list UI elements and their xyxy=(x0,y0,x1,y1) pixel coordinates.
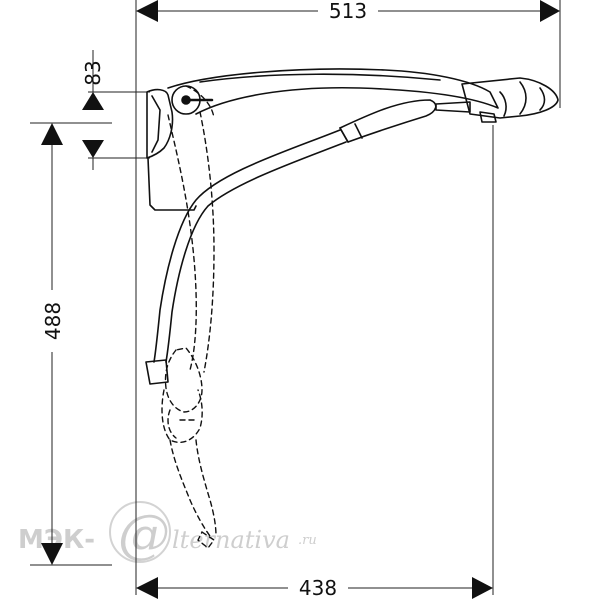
shower-hose xyxy=(153,129,341,363)
arrowhead-up xyxy=(82,92,104,110)
support-rod xyxy=(147,157,197,211)
dimension-label-438: 438 xyxy=(299,576,337,600)
dimension-overall-width: 513 xyxy=(136,0,560,23)
watermark-brand-right: lternativa xyxy=(172,526,290,554)
hand-shower-alternate-position xyxy=(161,85,217,549)
dimension-projection-width: 438 xyxy=(136,576,493,600)
arrowhead-right xyxy=(540,0,560,22)
dimension-mount-height: 83 xyxy=(81,50,105,170)
dimension-label-83: 83 xyxy=(81,60,105,85)
arrowhead-left xyxy=(136,577,158,599)
arrowhead-left xyxy=(136,0,158,22)
svg-text:@: @ xyxy=(118,505,170,565)
watermark-at-logo: @ xyxy=(109,501,171,565)
arrowhead-right xyxy=(472,577,493,599)
watermark-brand-tld: .ru xyxy=(298,533,317,548)
hose-connector xyxy=(145,359,169,385)
arrowhead-up xyxy=(41,123,63,145)
wall-mount-plate xyxy=(146,88,174,159)
shower-head xyxy=(461,77,559,119)
dimension-label-488: 488 xyxy=(41,302,65,340)
arrowhead-down xyxy=(41,543,63,565)
shower-arm xyxy=(167,68,499,115)
watermark: МЭК- @ lternativa .ru xyxy=(18,501,317,565)
hand-shower-handle xyxy=(339,99,437,143)
shower-arm-outline xyxy=(145,68,559,385)
extension-lines xyxy=(30,0,561,595)
dimension-vertical-height: 488 xyxy=(41,123,65,565)
dimension-label-513: 513 xyxy=(329,0,367,23)
arrowhead-down xyxy=(82,140,104,158)
